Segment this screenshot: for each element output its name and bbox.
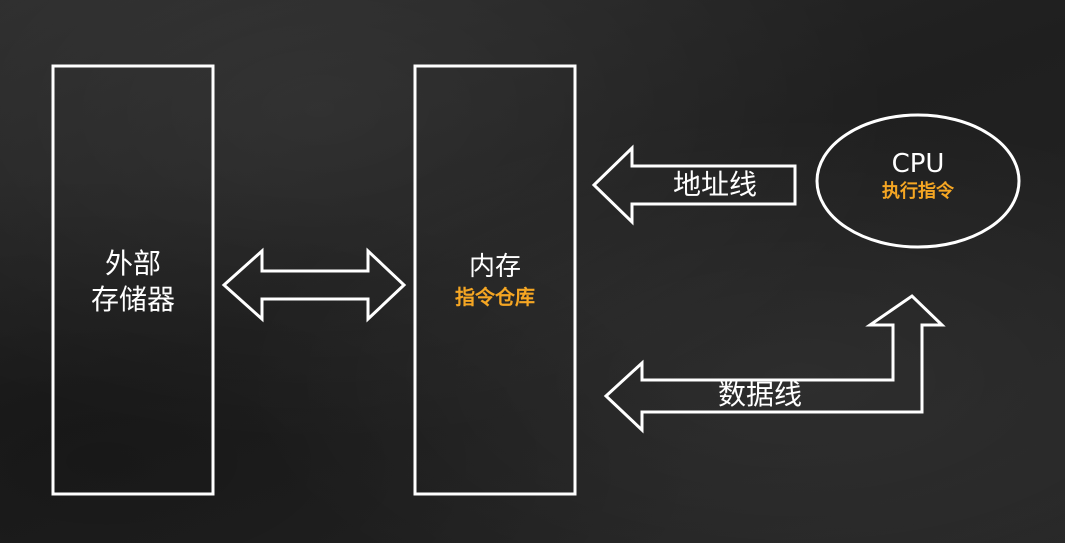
address-bus-label: 地址线 <box>672 168 757 201</box>
external-storage-line2: 存储器 <box>90 283 175 316</box>
cpu-title: CPU <box>891 149 945 179</box>
address-bus-arrow-icon <box>591 144 797 226</box>
external-storage-box <box>51 64 215 496</box>
double-arrow-icon <box>221 247 407 323</box>
data-bus-label: 数据线 <box>717 378 802 411</box>
memory-label: 内存 指令仓库 <box>415 250 575 310</box>
memory-subtitle: 指令仓库 <box>455 285 535 309</box>
memory-title: 内存 <box>468 252 521 282</box>
external-storage-label: 外部 存储器 <box>53 246 213 318</box>
external-storage-line1: 外部 <box>104 247 161 280</box>
cpu-ellipse <box>815 113 1021 249</box>
cpu-label: CPU 执行指令 <box>818 148 1018 204</box>
cpu-subtitle: 执行指令 <box>882 181 954 202</box>
data-bus-arrow-icon <box>603 294 946 434</box>
memory-box <box>413 64 577 496</box>
